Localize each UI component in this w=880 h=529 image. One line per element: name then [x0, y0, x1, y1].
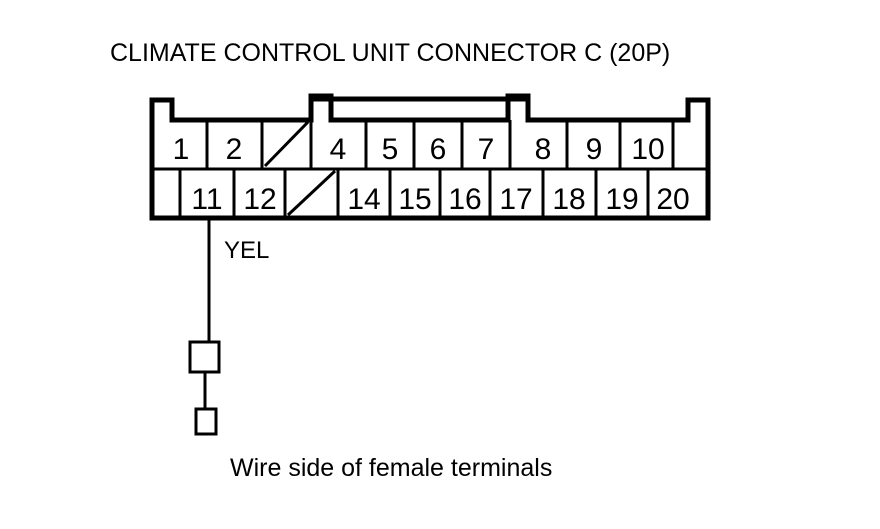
top-row-dividers [205, 120, 675, 169]
diagram-caption: Wire side of female terminals [230, 454, 552, 482]
pin-cell-12: 12 [243, 183, 276, 216]
wire-color-label: YEL [224, 237, 269, 264]
pin-cell-14: 14 [347, 183, 380, 216]
pin-cell-16: 16 [448, 183, 481, 216]
housing-top-rail [149, 93, 711, 123]
pin-cell-2: 2 [226, 133, 243, 166]
blank-terminal-slash-13 [286, 169, 337, 217]
pin-cell-5: 5 [382, 133, 399, 166]
pin-cell-8: 8 [535, 133, 552, 166]
pin-cell-11: 11 [191, 183, 222, 216]
pin-cell-7: 7 [478, 133, 495, 166]
bottom-row-cells: 11 12 14 15 16 17 18 19 20 [178, 169, 690, 218]
terminal-block-upper [188, 340, 221, 374]
pin-cell-1: 1 [173, 133, 190, 166]
bottom-row-dividers [178, 169, 650, 218]
blank-terminal-slash-3 [263, 120, 310, 168]
pin-cell-18: 18 [552, 183, 585, 216]
pin-cell-19: 19 [605, 183, 638, 216]
terminal-block-lower [194, 407, 218, 436]
pin-cell-4: 4 [330, 133, 347, 166]
pin-cell-15: 15 [398, 183, 431, 216]
pin-cell-10: 10 [631, 133, 664, 166]
wire-branch: YEL [188, 218, 269, 436]
pin-cell-6: 6 [430, 133, 447, 166]
pin-cell-9: 9 [586, 133, 603, 166]
pin-cell-17: 17 [499, 183, 532, 216]
connector-housing [149, 93, 711, 221]
top-row-cells: 1 2 4 5 6 7 8 9 10 [173, 120, 675, 169]
pin-cell-20: 20 [656, 183, 689, 216]
page-title: CLIMATE CONTROL UNIT CONNECTOR C (20P) [110, 39, 670, 67]
